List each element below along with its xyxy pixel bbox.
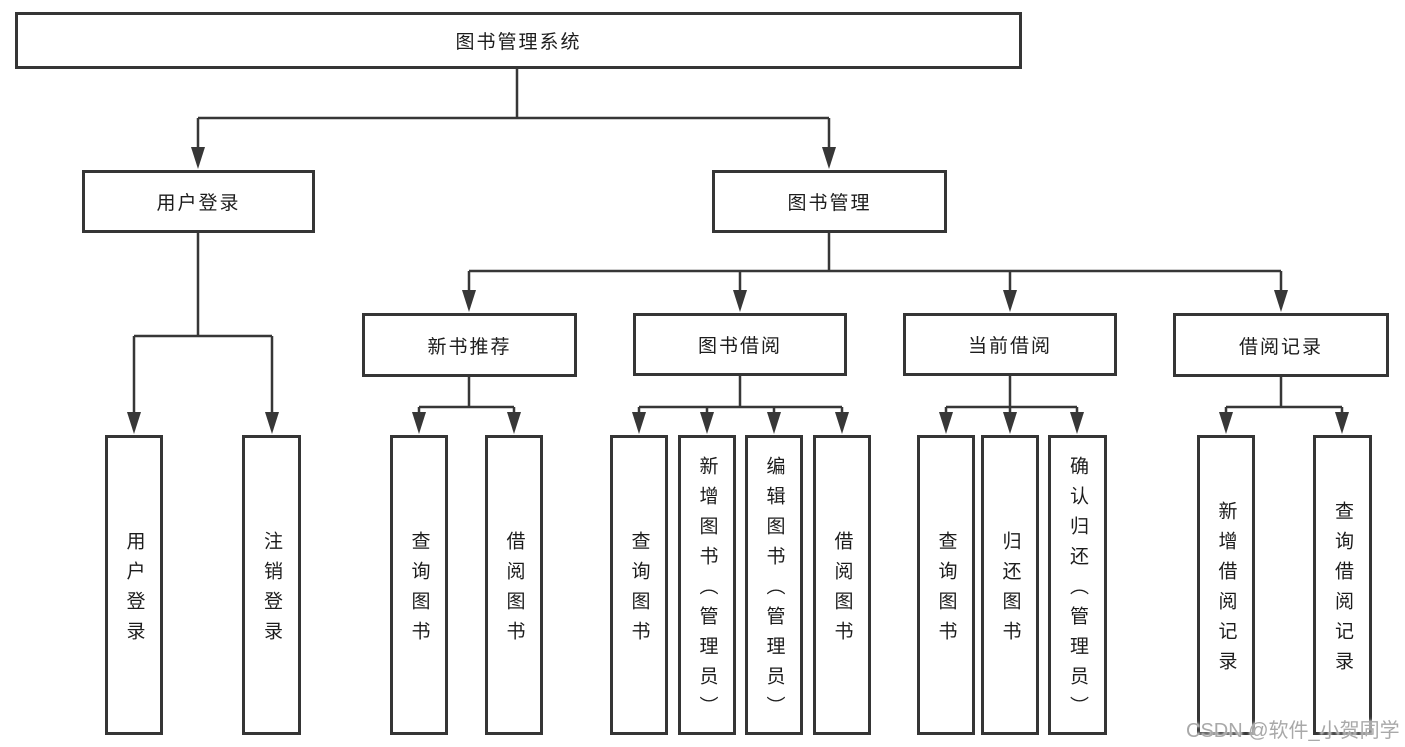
- arrowhead: [822, 147, 836, 169]
- leaf-borrow-books-2-label: 借阅图书: [831, 530, 853, 651]
- connector-root-to-level2: [196, 69, 831, 150]
- arrowhead: [700, 412, 714, 434]
- node-root: 图书管理系统: [15, 12, 1022, 69]
- connector-borrow-records-children: [1224, 377, 1344, 415]
- arrowhead: [632, 412, 646, 434]
- arrowhead: [1003, 290, 1017, 312]
- leaf-borrow-books-1-label: 借阅图书: [503, 530, 525, 651]
- arrowhead: [1274, 290, 1288, 312]
- node-book-management-label: 图书管理: [787, 193, 872, 214]
- arrowhead: [412, 412, 426, 434]
- leaf-add-book-admin-label: 新增图书（管理员）: [696, 455, 718, 726]
- leaf-query-borrow-record-label: 查询借阅记录: [1332, 500, 1353, 681]
- node-current-borrow: 当前借阅: [903, 313, 1117, 376]
- leaf-confirm-return-admin-label: 确认归还（管理员）: [1067, 455, 1088, 726]
- connector-user-login-children: [132, 233, 274, 415]
- arrowhead: [191, 147, 205, 169]
- connector-book-management-children: [467, 233, 1283, 293]
- node-new-book-recommend-label: 新书推荐: [427, 336, 512, 358]
- arrowhead: [733, 290, 747, 312]
- leaf-return-books-label: 归还图书: [999, 530, 1021, 651]
- arrowhead: [127, 412, 141, 434]
- leaf-add-book-admin: 新增图书（管理员）: [678, 435, 736, 735]
- arrowhead: [1003, 412, 1017, 434]
- node-current-borrow-label: 当前借阅: [967, 336, 1052, 357]
- leaf-confirm-return-admin: 确认归还（管理员）: [1048, 435, 1107, 735]
- node-book-management: 图书管理: [712, 170, 947, 233]
- arrowhead: [1070, 412, 1084, 434]
- arrowhead: [462, 290, 476, 312]
- connector-current-borrow-children: [944, 376, 1079, 415]
- leaf-edit-book-admin-label: 编辑图书（管理员）: [763, 455, 785, 726]
- leaf-return-books: 归还图书: [981, 435, 1039, 735]
- node-book-borrow-label: 图书借阅: [697, 336, 782, 357]
- leaf-query-books-2-label: 查询图书: [628, 530, 650, 651]
- arrowhead: [767, 412, 781, 434]
- leaf-add-borrow-record: 新增借阅记录: [1197, 435, 1255, 735]
- node-root-label: 图书管理系统: [455, 32, 582, 53]
- node-user-login-label: 用户登录: [156, 193, 241, 214]
- leaf-borrow-books-1: 借阅图书: [485, 435, 543, 735]
- leaf-user-login: 用户登录: [105, 435, 163, 735]
- connector-book-borrow-children: [637, 376, 844, 415]
- node-book-borrow: 图书借阅: [633, 313, 847, 376]
- leaf-logout-label: 注销登录: [261, 530, 282, 651]
- arrowhead: [939, 412, 953, 434]
- arrowhead: [265, 412, 279, 434]
- leaf-edit-book-admin: 编辑图书（管理员）: [745, 435, 803, 735]
- leaf-query-books-1-label: 查询图书: [408, 530, 430, 651]
- leaf-query-books-1: 查询图书: [390, 435, 448, 735]
- node-user-login: 用户登录: [82, 170, 315, 233]
- leaf-query-borrow-record: 查询借阅记录: [1313, 435, 1372, 735]
- leaf-add-borrow-record-label: 新增借阅记录: [1215, 500, 1237, 681]
- leaf-query-books-3: 查询图书: [917, 435, 975, 735]
- arrowhead: [1335, 412, 1349, 434]
- watermark: CSDN @软件_小贺同学: [1186, 720, 1400, 742]
- leaf-user-login-label: 用户登录: [123, 530, 145, 651]
- arrowhead: [1219, 412, 1233, 434]
- arrowhead: [835, 412, 849, 434]
- arrowhead: [507, 412, 521, 434]
- leaf-borrow-books-2: 借阅图书: [813, 435, 871, 735]
- leaf-logout: 注销登录: [242, 435, 301, 735]
- connector-new-book-recommend-children: [417, 377, 516, 415]
- leaf-query-books-2: 查询图书: [610, 435, 668, 735]
- leaf-query-books-3-label: 查询图书: [935, 530, 957, 651]
- node-borrow-records-label: 借阅记录: [1238, 336, 1323, 358]
- node-borrow-records: 借阅记录: [1173, 313, 1389, 377]
- node-new-book-recommend: 新书推荐: [362, 313, 577, 377]
